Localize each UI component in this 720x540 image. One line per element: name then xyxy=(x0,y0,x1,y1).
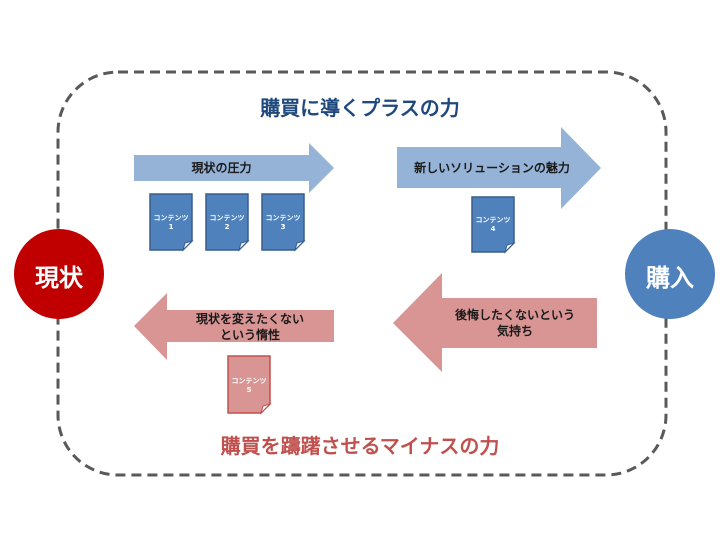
document-2 xyxy=(205,193,250,252)
regret-label: 後悔したくないという 気持ち xyxy=(430,307,600,339)
document-4 xyxy=(471,196,516,254)
purchase-label: 購入 xyxy=(646,264,694,292)
document-4-number: 4 xyxy=(490,225,496,233)
document-3-number: 3 xyxy=(280,223,286,231)
document-5-number: 5 xyxy=(246,386,252,394)
document-1 xyxy=(149,193,194,252)
document-4-title: コンテンツ xyxy=(475,216,511,224)
inertia-label-line2: という惰性 xyxy=(219,328,280,342)
document-1-number: 1 xyxy=(168,223,174,231)
dashed-boundary xyxy=(56,70,668,477)
arrow-inertia xyxy=(134,293,334,360)
document-5 xyxy=(227,355,272,415)
purchase-circle xyxy=(625,229,715,319)
document-2-number: 2 xyxy=(224,223,230,231)
inertia-label-line1: 現状を変えたくない xyxy=(195,312,304,326)
minus-force-heading: 購買を躊躇させるマイナスの力 xyxy=(220,434,500,458)
document-1-title: コンテンツ xyxy=(153,214,189,222)
pressure-label: 現状の圧力 xyxy=(191,161,252,175)
arrow-regret xyxy=(393,273,597,372)
document-3 xyxy=(261,193,306,252)
plus-force-heading: 購買に導くプラスの力 xyxy=(260,96,460,120)
arrow-appeal xyxy=(397,127,601,209)
document-5-title: コンテンツ xyxy=(231,377,267,385)
arrow-pressure xyxy=(134,143,334,193)
current-state-label: 現状 xyxy=(35,264,83,292)
document-2-label: コンテンツ 2 xyxy=(202,214,252,232)
document-1-label: コンテンツ 1 xyxy=(146,214,196,232)
document-3-label: コンテンツ 3 xyxy=(258,214,308,232)
document-3-title: コンテンツ xyxy=(265,214,301,222)
regret-label-line2: 気持ち xyxy=(496,324,533,338)
regret-label-line1: 後悔したくないという xyxy=(454,308,575,322)
inertia-label: 現状を変えたくない という惰性 xyxy=(160,311,340,343)
document-5-label: コンテンツ 5 xyxy=(224,377,274,395)
current-state-circle xyxy=(14,229,104,319)
appeal-label: 新しいソリューションの魅力 xyxy=(414,161,570,175)
document-2-title: コンテンツ xyxy=(209,214,245,222)
document-4-label: コンテンツ 4 xyxy=(468,216,518,234)
